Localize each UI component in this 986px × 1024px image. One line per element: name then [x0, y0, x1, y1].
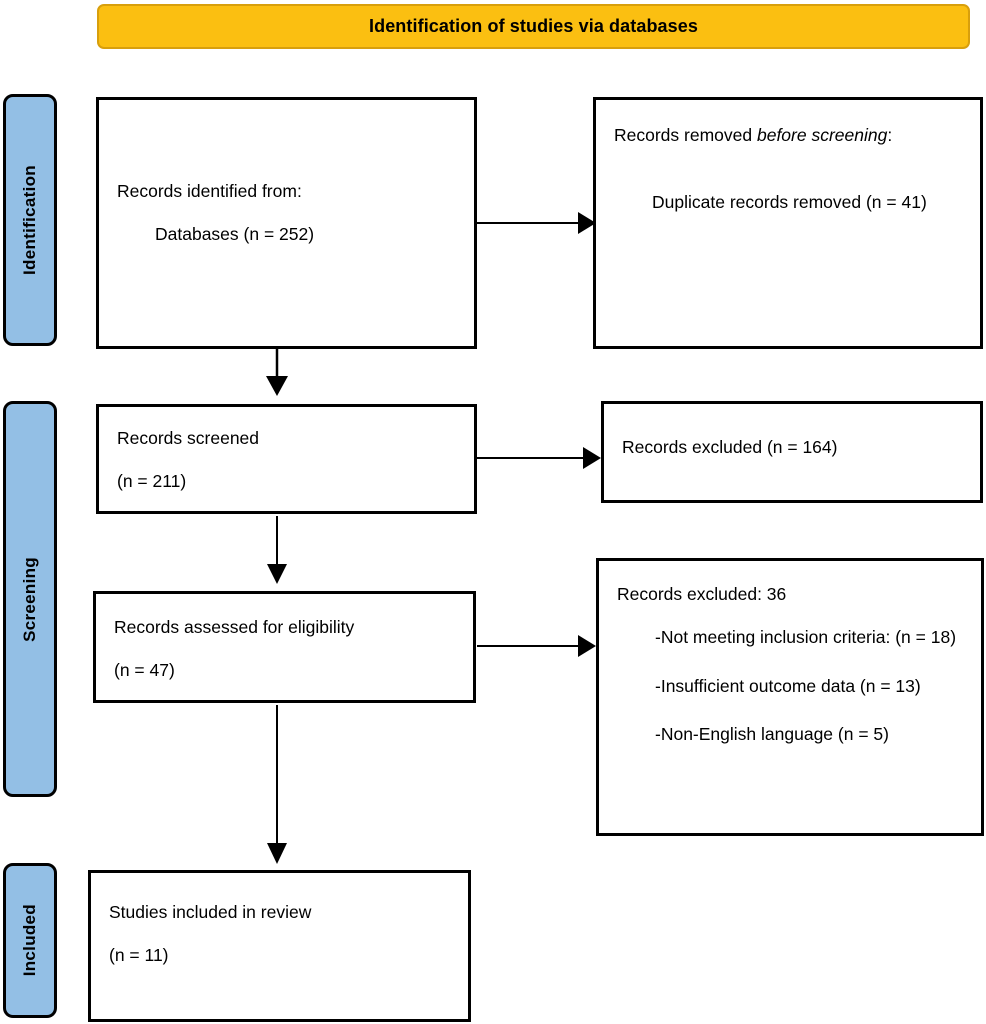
- box-records-excluded-eligibility: Records excluded: 36 -Not meeting inclus…: [596, 558, 984, 836]
- exclusion-reason-insufficient-data: -Insufficient outcome data (n = 13): [655, 675, 921, 696]
- stage-bar-identification: Identification: [3, 94, 57, 346]
- records-removed-heading: Records removed before screening:: [614, 124, 962, 147]
- records-removed-prefix: Records removed: [614, 125, 757, 145]
- arrow-identified-to-screened: [266, 349, 288, 396]
- arrow-identified-to-removed: [477, 212, 596, 234]
- records-assessed-count: (n = 47): [114, 659, 175, 680]
- exclusion-reason-non-english: -Non-English language (n = 5): [655, 724, 889, 745]
- duplicate-records-removed: Duplicate records removed (n = 41): [652, 191, 927, 212]
- box-records-screened: Records screened (n = 211): [96, 404, 477, 514]
- page-title: Identification of studies via databases: [369, 16, 698, 36]
- records-screened-heading: Records screened: [117, 428, 260, 448]
- records-screened-count: (n = 211): [117, 470, 187, 491]
- stage-label-screening: Screening: [20, 556, 39, 642]
- header-banner: Identification of studies via databases: [97, 4, 970, 49]
- arrow-screened-to-excluded: [477, 447, 601, 469]
- arrow-eligibility-to-included: [267, 705, 287, 864]
- records-identified-heading: Records identified from:: [117, 181, 302, 201]
- arrow-eligibility-to-excluded: [477, 635, 596, 657]
- stage-label-included: Included: [20, 904, 39, 977]
- stage-bar-screening: Screening: [3, 401, 57, 797]
- stage-label-identification: Identification: [20, 165, 39, 275]
- box-studies-included: Studies included in review (n = 11): [88, 870, 471, 1022]
- box-records-excluded-screening: Records excluded (n = 164): [601, 401, 983, 503]
- exclusion-reason-inclusion-criteria: -Not meeting inclusion criteria: (n = 18…: [655, 626, 957, 647]
- records-identified-databases: Databases (n = 252): [155, 223, 315, 244]
- box-records-removed: Records removed before screening: Duplic…: [593, 97, 983, 349]
- studies-included-count: (n = 11): [109, 944, 169, 965]
- studies-included-heading: Studies included in review: [109, 902, 312, 922]
- records-removed-emphasis: before screening: [756, 125, 888, 145]
- box-records-assessed-eligibility: Records assessed for eligibility (n = 47…: [93, 591, 476, 703]
- box-records-identified: Records identified from: Databases (n = …: [96, 97, 477, 349]
- stage-bar-included: Included: [3, 863, 57, 1018]
- records-excluded-eligibility-heading: Records excluded: 36: [617, 584, 787, 604]
- records-assessed-heading: Records assessed for eligibility: [114, 617, 355, 637]
- records-excluded-screening-text: Records excluded (n = 164): [622, 437, 838, 457]
- records-removed-suffix: :: [887, 125, 893, 145]
- arrow-screened-to-eligibility: [267, 516, 287, 584]
